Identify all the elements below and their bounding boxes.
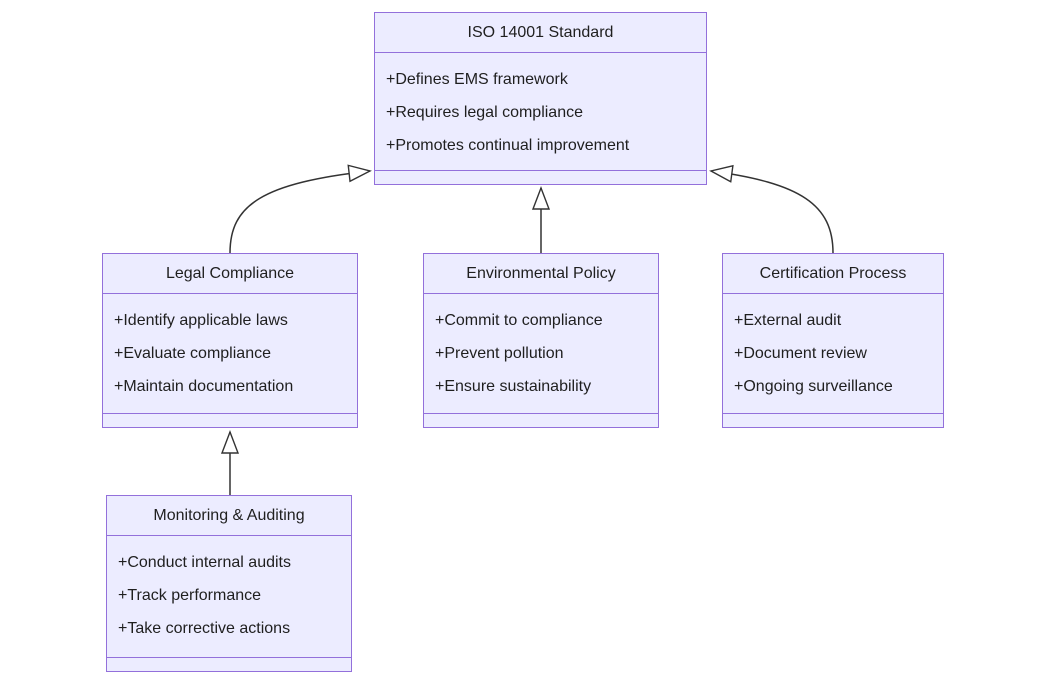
edge-certification-process-to-iso-14001 — [711, 171, 834, 254]
class-node-legal-compliance: Legal Compliance +Identify applicable la… — [102, 253, 358, 428]
edge-legal-compliance-to-iso-14001 — [229, 171, 370, 254]
class-attributes-section: +Commit to compliance +Prevent pollution… — [424, 294, 658, 414]
class-methods-section-empty — [103, 414, 357, 427]
class-node-iso-14001-standard: ISO 14001 Standard +Defines EMS framewor… — [374, 12, 707, 185]
class-attribute: +Prevent pollution — [435, 345, 564, 362]
class-attribute: +Ongoing surveillance — [734, 378, 893, 395]
class-attribute: +Evaluate compliance — [114, 345, 271, 362]
class-attribute: +Defines EMS framework — [386, 71, 568, 88]
class-node-monitoring-auditing: Monitoring & Auditing +Conduct internal … — [106, 495, 352, 672]
class-title: ISO 14001 Standard — [375, 13, 706, 53]
class-attribute: +Document review — [734, 345, 867, 362]
class-attribute: +External audit — [734, 312, 842, 329]
class-attributes-section: +Conduct internal audits +Track performa… — [107, 536, 351, 658]
class-attribute: +Identify applicable laws — [114, 312, 288, 329]
class-node-certification-process: Certification Process +External audit +D… — [722, 253, 944, 428]
class-attribute: +Conduct internal audits — [118, 554, 291, 571]
class-attribute: +Ensure sustainability — [435, 378, 592, 395]
class-title: Legal Compliance — [103, 254, 357, 294]
class-attributes-section: +Defines EMS framework +Requires legal c… — [375, 53, 706, 171]
class-title: Certification Process — [723, 254, 943, 294]
class-methods-section-empty — [375, 171, 706, 184]
class-methods-section-empty — [723, 414, 943, 427]
class-methods-section-empty — [107, 658, 351, 671]
class-attribute: +Commit to compliance — [435, 312, 603, 329]
class-attribute: +Track performance — [118, 587, 262, 604]
class-node-environmental-policy: Environmental Policy +Commit to complian… — [423, 253, 659, 428]
class-title: Monitoring & Auditing — [107, 496, 351, 536]
class-attribute: +Promotes continual improvement — [386, 137, 630, 154]
class-attributes-section: +Identify applicable laws +Evaluate comp… — [103, 294, 357, 414]
class-methods-section-empty — [424, 414, 658, 427]
class-attribute: +Maintain documentation — [114, 378, 294, 395]
class-attributes-section: +External audit +Document review +Ongoin… — [723, 294, 943, 414]
class-attribute: +Take corrective actions — [118, 620, 291, 637]
class-attribute: +Requires legal compliance — [386, 104, 583, 121]
class-title: Environmental Policy — [424, 254, 658, 294]
